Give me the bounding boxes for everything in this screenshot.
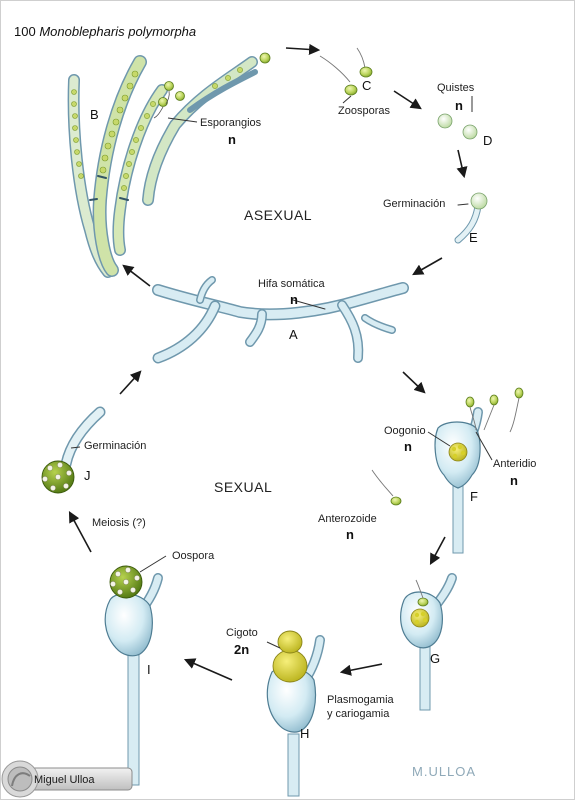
label-oospora: Oospora bbox=[172, 550, 215, 562]
somatic-hypha bbox=[152, 276, 409, 364]
sporangia-spores bbox=[71, 67, 243, 191]
zoospores-c bbox=[319, 47, 373, 104]
antherozoid bbox=[371, 469, 402, 506]
label-meiosis: Meiosis (?) bbox=[92, 517, 146, 529]
ploidy-anterozoide: n bbox=[346, 527, 354, 542]
label-esporangios: Esporangios bbox=[200, 117, 262, 129]
oospore-i bbox=[104, 555, 167, 786]
sexual-phase-label: SEXUAL bbox=[214, 479, 273, 495]
label-hifa-somatica: Hifa somática bbox=[258, 278, 325, 290]
stage-letter-f: F bbox=[470, 489, 478, 504]
label-germinacion-j: Germinación bbox=[84, 440, 147, 452]
figure-number: 100 bbox=[14, 24, 36, 39]
zygote-h bbox=[266, 630, 325, 797]
stage-letter-c: C bbox=[362, 78, 372, 93]
label-anteridio: Anteridio bbox=[493, 458, 537, 470]
credit-name: Miguel Ulloa bbox=[34, 774, 95, 786]
fertilization-g bbox=[400, 573, 457, 711]
stage-letter-h: H bbox=[300, 726, 310, 741]
label-quistes: Quistes bbox=[437, 82, 475, 94]
credit-badge bbox=[1, 760, 133, 798]
artist-signature: M.ULLOA bbox=[412, 764, 477, 779]
germinating-cyst-e bbox=[454, 192, 488, 244]
label-oogonio: Oogonio bbox=[384, 425, 426, 437]
label-cigoto: Cigoto bbox=[226, 627, 258, 639]
asexual-phase-label: ASEXUAL bbox=[244, 207, 313, 223]
label-germinacion-e: Germinación bbox=[383, 198, 446, 210]
stage-letter-a: A bbox=[289, 327, 298, 342]
label-plasmogamia: Plasmogamia bbox=[327, 694, 394, 706]
stage-letter-g: G bbox=[430, 651, 441, 666]
stage-letter-j: J bbox=[84, 468, 91, 483]
label-anterozoide: Anterozoide bbox=[318, 513, 377, 525]
figure-title: 100 Monoblepharis polymorpha bbox=[14, 24, 196, 39]
ploidy-cigoto: 2n bbox=[234, 642, 250, 657]
oogonium-f bbox=[427, 387, 524, 554]
label-zoosporas: Zoosporas bbox=[338, 105, 390, 117]
stage-letter-d: D bbox=[483, 133, 493, 148]
cysts-d bbox=[437, 96, 478, 140]
ploidy-anteridio: n bbox=[510, 473, 518, 488]
species-name: Monoblepharis polymorpha bbox=[39, 24, 197, 39]
stage-letter-e: E bbox=[469, 230, 478, 245]
label-cariogamia: y cariogamia bbox=[327, 708, 390, 720]
cycle-arrows bbox=[68, 43, 468, 681]
ploidy-oogonio: n bbox=[404, 439, 412, 454]
stage-letter-i: I bbox=[147, 662, 151, 677]
released-zoospores-b bbox=[153, 52, 271, 123]
sporangia-cluster bbox=[67, 55, 258, 278]
stage-letter-b: B bbox=[90, 107, 99, 122]
germinating-oospore-j bbox=[41, 406, 106, 494]
ploidy-quistes: n bbox=[455, 98, 463, 113]
ploidy-esporangios: n bbox=[228, 132, 236, 147]
ploidy-hifa: n bbox=[290, 292, 298, 307]
